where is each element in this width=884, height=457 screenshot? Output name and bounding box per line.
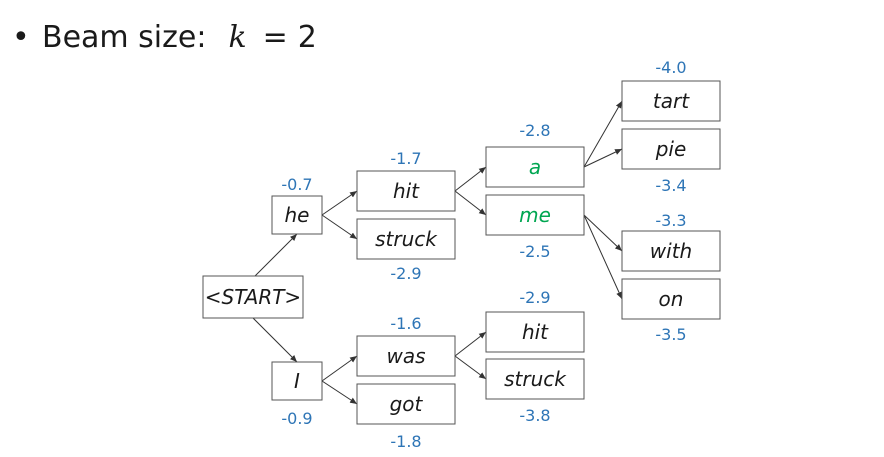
- node-score-he: -0.7: [281, 175, 312, 194]
- node-box-i: [271, 361, 323, 401]
- node-score-me: -2.5: [519, 242, 550, 261]
- edge-was-to-hit2: [454, 331, 487, 357]
- node-with: with: [621, 230, 721, 272]
- node-me: me: [485, 194, 585, 236]
- node-box-me: [485, 194, 585, 236]
- edge-start-to-he: [254, 233, 298, 277]
- node-score-tart: -4.0: [655, 58, 686, 77]
- node-hit2: hit: [485, 311, 585, 353]
- edge-me-to-on: [583, 214, 623, 300]
- node-got: got: [356, 383, 456, 425]
- node-i: I: [271, 361, 323, 401]
- node-score-hit1: -1.7: [390, 149, 421, 168]
- node-word-start: <START>: [205, 285, 301, 309]
- node-word-hit2: hit: [522, 320, 549, 344]
- node-score-struck1: -2.9: [390, 264, 421, 283]
- node-score-was: -1.6: [390, 314, 421, 333]
- edge-i-to-got: [321, 380, 358, 405]
- node-word-on: on: [659, 287, 684, 311]
- edge-hit1-to-a: [454, 166, 487, 192]
- node-tart: tart: [621, 80, 721, 122]
- node-word-with: with: [650, 239, 692, 263]
- node-box-he: [271, 195, 323, 235]
- node-word-me: me: [519, 203, 551, 227]
- node-score-struck2: -3.8: [519, 406, 550, 425]
- node-box-with: [621, 230, 721, 272]
- node-box-hit1: [356, 170, 456, 212]
- title-text: Beam size:: [42, 20, 207, 55]
- node-hit1: hit: [356, 170, 456, 212]
- node-score-on: -3.5: [655, 325, 686, 344]
- node-word-struck2: struck: [504, 367, 567, 391]
- node-word-hit1: hit: [393, 179, 420, 203]
- edge-a-to-pie: [583, 148, 623, 168]
- node-score-a: -2.8: [519, 121, 550, 140]
- edge-i-to-was: [321, 355, 358, 382]
- edge-he-to-hit1: [321, 190, 358, 216]
- node-struck2: struck: [485, 358, 585, 400]
- node-box-was: [356, 335, 456, 377]
- tree-nodes: <START> he -0.7I -0.9 hit -1.7 struck -2.9 was -1…: [202, 58, 721, 451]
- node-he: he: [271, 195, 323, 235]
- node-score-with: -3.3: [655, 211, 686, 230]
- edge-was-to-struck2: [454, 355, 487, 380]
- edge-hit1-to-me: [454, 190, 487, 216]
- bullet-icon: •: [12, 20, 30, 55]
- node-word-was: was: [386, 344, 425, 368]
- node-box-start: [202, 275, 304, 319]
- node-a: a: [485, 146, 585, 188]
- edge-me-to-with: [583, 214, 623, 252]
- node-was: was: [356, 335, 456, 377]
- node-score-got: -1.8: [390, 432, 421, 451]
- node-on: on: [621, 278, 721, 320]
- node-word-a: a: [529, 155, 541, 179]
- edge-a-to-tart: [583, 100, 623, 168]
- tree-edges: [252, 100, 623, 405]
- node-score-pie: -3.4: [655, 176, 686, 195]
- node-box-hit2: [485, 311, 585, 353]
- node-struck1: struck: [356, 218, 456, 260]
- node-box-a: [485, 146, 585, 188]
- node-box-struck1: [356, 218, 456, 260]
- beam-size-value: 2: [297, 20, 317, 55]
- node-word-got: got: [390, 392, 424, 416]
- node-word-he: he: [285, 203, 310, 227]
- node-box-tart: [621, 80, 721, 122]
- equals-sign: =: [262, 20, 288, 55]
- node-word-struck1: struck: [375, 227, 438, 251]
- node-word-tart: tart: [653, 89, 690, 113]
- node-score-i: -0.9: [281, 409, 312, 428]
- node-word-i: I: [294, 369, 300, 393]
- slide-title: • Beam size: k = 2: [12, 20, 317, 55]
- node-box-got: [356, 383, 456, 425]
- edge-start-to-i: [252, 317, 298, 363]
- edge-he-to-struck1: [321, 214, 358, 240]
- node-box-struck2: [485, 358, 585, 400]
- node-word-pie: pie: [655, 137, 687, 161]
- node-pie: pie: [621, 128, 721, 170]
- node-box-pie: [621, 128, 721, 170]
- beam-variable: k: [228, 20, 247, 55]
- node-box-on: [621, 278, 721, 320]
- node-start: <START>: [202, 275, 304, 319]
- node-score-hit2: -2.9: [519, 288, 550, 307]
